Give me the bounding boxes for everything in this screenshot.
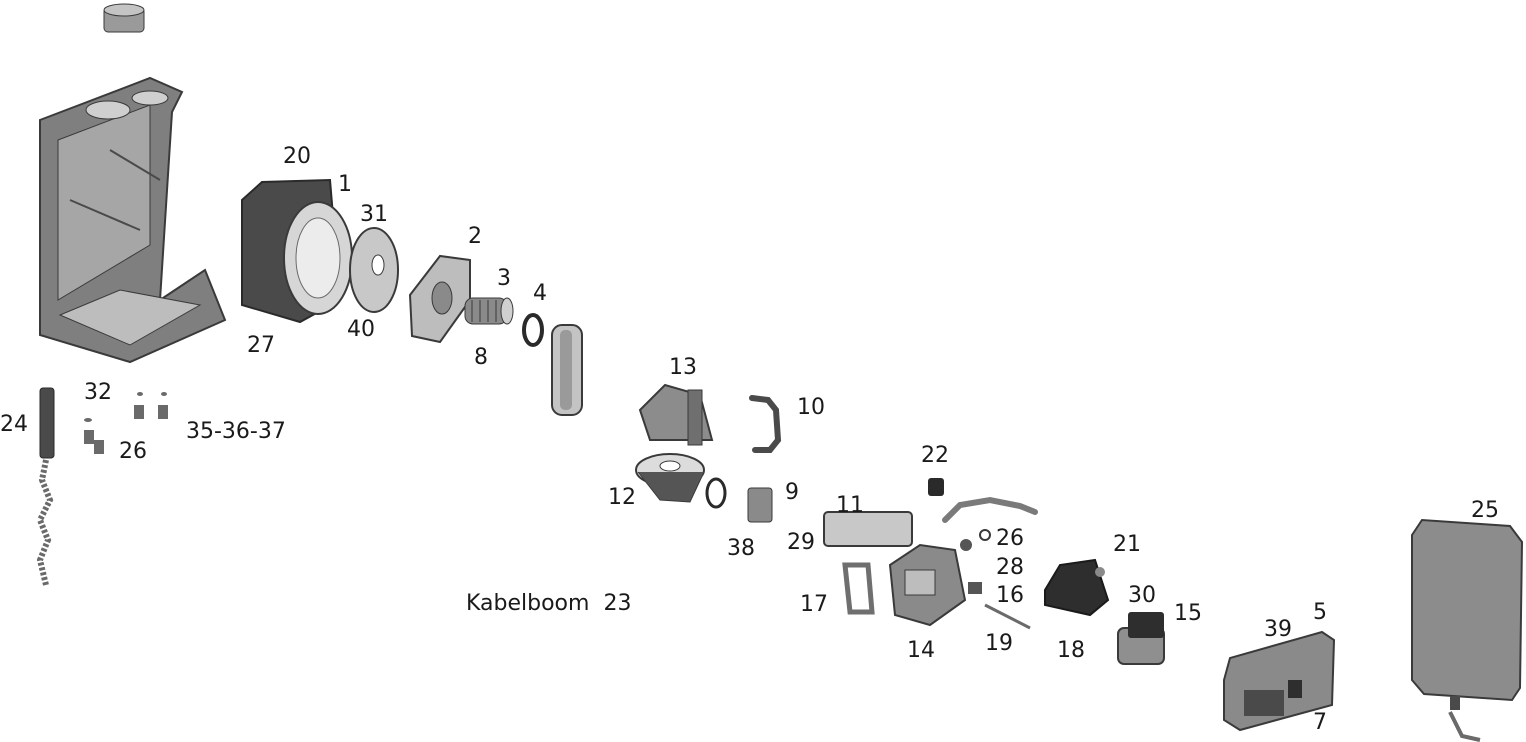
part-ignition-lead — [36, 387, 55, 586]
part-heat-exchanger — [241, 178, 353, 324]
label-30: 30 — [1128, 583, 1156, 608]
part-screws — [84, 392, 168, 454]
label-7: 7 — [1313, 710, 1327, 735]
label-17: 17 — [800, 592, 828, 617]
part-washer — [349, 227, 399, 313]
label-28: 28 — [996, 555, 1024, 580]
label-kabelboom-text: Kabelboom — [466, 591, 590, 616]
label-8: 8 — [474, 345, 488, 370]
label-19: 19 — [985, 631, 1013, 656]
part-fan-housing — [638, 383, 714, 446]
label-3: 3 — [497, 266, 511, 291]
label-21: 21 — [1113, 532, 1141, 557]
label-10: 10 — [797, 395, 825, 420]
part-o-ring — [522, 313, 544, 347]
label-5: 5 — [1313, 600, 1327, 625]
part-control-box — [1223, 630, 1336, 732]
label-13: 13 — [669, 355, 697, 380]
label-20: 20 — [283, 144, 311, 169]
part-valve — [747, 487, 773, 523]
label-27: 27 — [247, 333, 275, 358]
label-35-36-37: 35-36-37 — [186, 419, 286, 444]
label-31: 31 — [360, 202, 388, 227]
label-24: 24 — [0, 412, 28, 437]
part-top-connector — [103, 3, 145, 33]
label-40: 40 — [347, 317, 375, 342]
label-12: 12 — [608, 485, 636, 510]
label-1: 1 — [338, 172, 352, 197]
label-16: 16 — [996, 583, 1024, 608]
label-26-right: 26 — [996, 526, 1024, 551]
label-23: 23 — [603, 591, 632, 616]
part-heat-block — [823, 511, 913, 547]
label-9: 9 — [785, 480, 799, 505]
label-25: 25 — [1471, 498, 1499, 523]
label-38: 38 — [727, 536, 755, 561]
part-bracket — [842, 562, 875, 615]
label-14: 14 — [907, 638, 935, 663]
part-inspection-cover — [551, 324, 583, 416]
part-main-frame — [39, 76, 227, 364]
part-expansion-vessel — [1411, 518, 1524, 742]
label-22: 22 — [921, 443, 949, 468]
label-4: 4 — [533, 281, 547, 306]
label-32: 32 — [84, 380, 112, 405]
part-sensor — [928, 478, 1038, 523]
label-kabelboom: Kabelboom 23 — [466, 593, 631, 615]
label-29: 29 — [787, 530, 815, 555]
label-11: 11 — [836, 493, 864, 518]
label-39: 39 — [1264, 617, 1292, 642]
label-18: 18 — [1057, 638, 1085, 663]
part-pipe — [749, 395, 782, 453]
label-26-left: 26 — [119, 439, 147, 464]
label-2: 2 — [468, 224, 482, 249]
part-pump-motor — [1117, 612, 1165, 665]
part-burner-tube — [464, 297, 514, 325]
part-gas-block — [888, 539, 972, 627]
label-15: 15 — [1174, 601, 1202, 626]
part-small-fittings — [968, 529, 1031, 630]
part-fan-o-ring — [705, 477, 727, 509]
part-fan — [635, 453, 705, 503]
part-pump-block — [1044, 558, 1110, 617]
part-burner-plate — [408, 254, 471, 344]
